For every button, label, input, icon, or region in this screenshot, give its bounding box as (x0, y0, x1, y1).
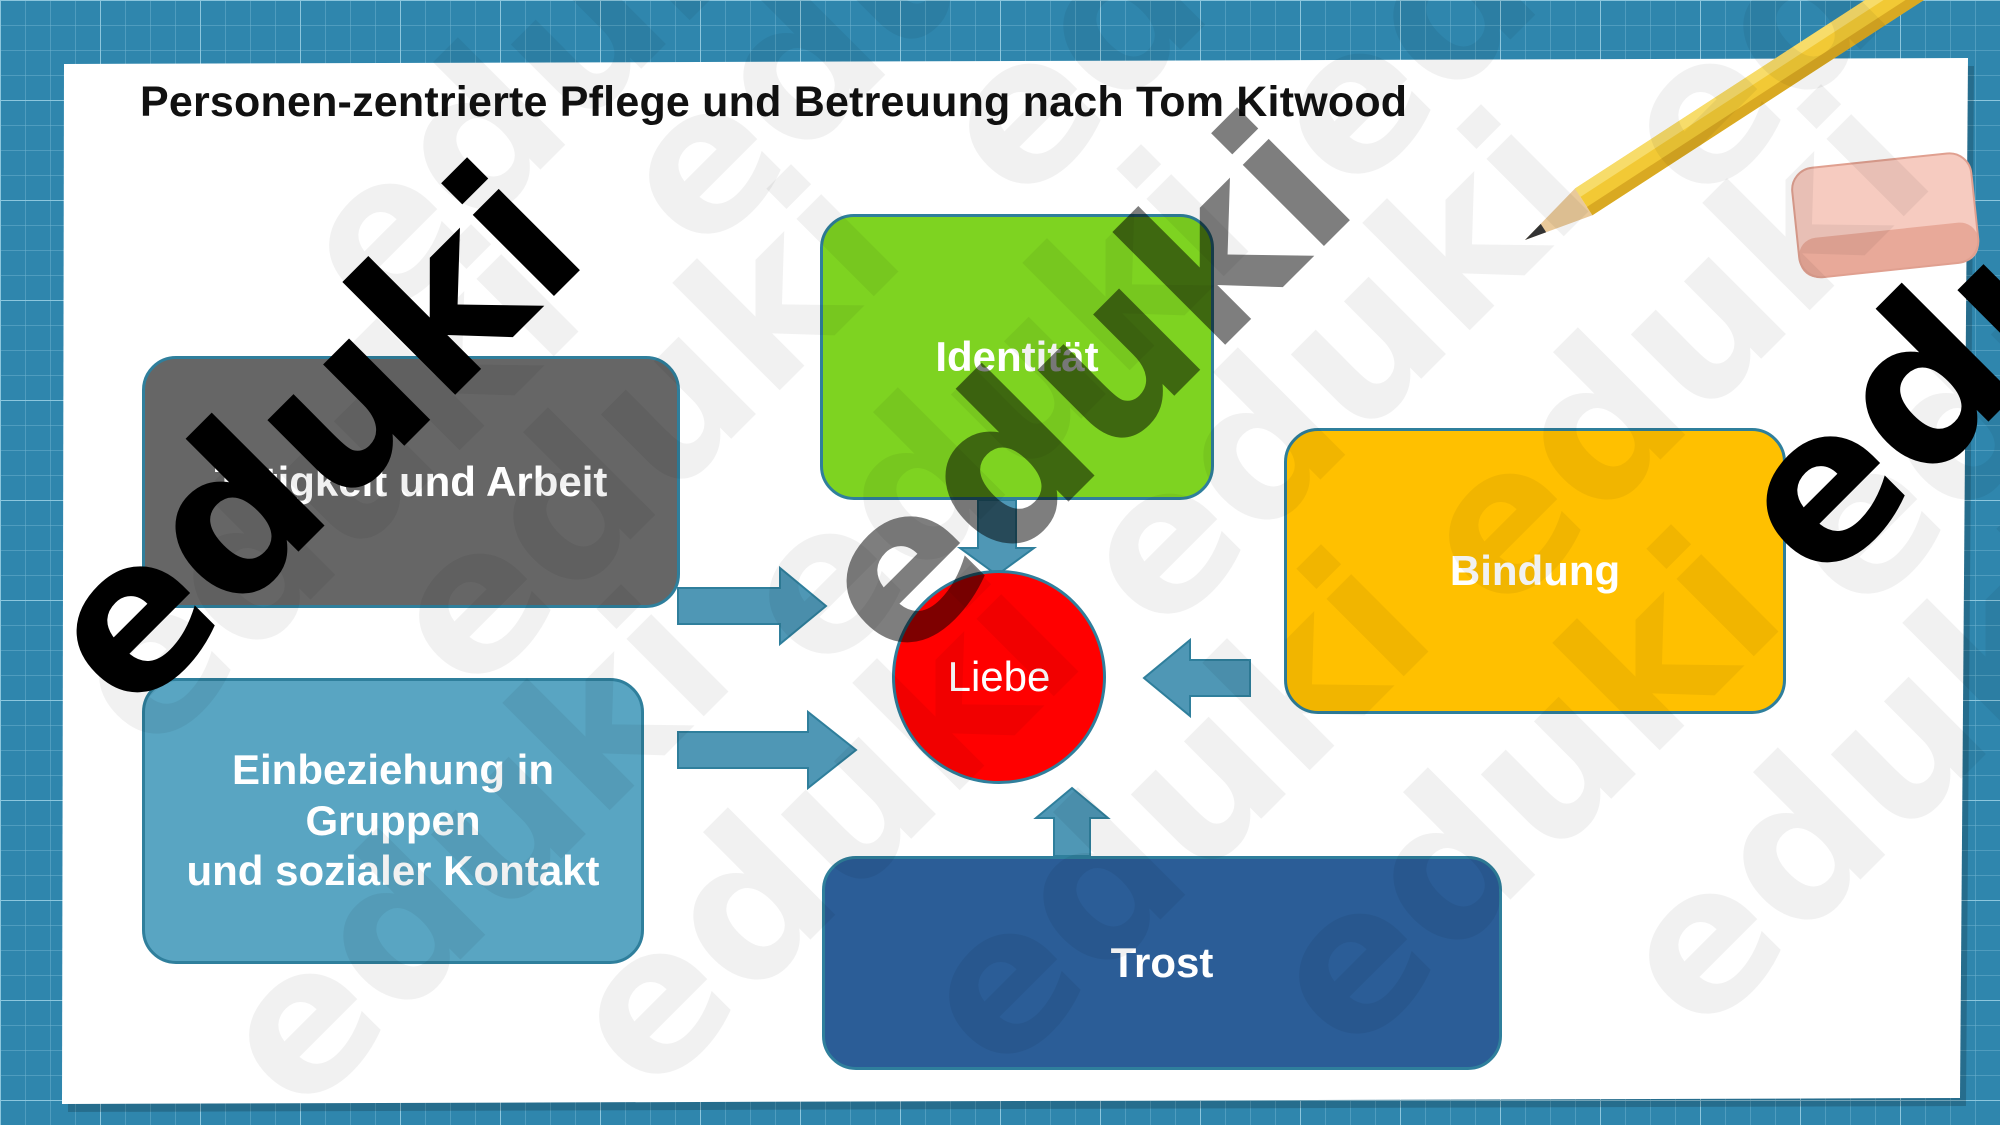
need-label: Tätigkeit und Arbeit (214, 457, 608, 505)
need-box-activity: Tätigkeit und Arbeit (142, 356, 680, 608)
center-label: Liebe (947, 653, 1051, 700)
need-label: Trost (1110, 938, 1214, 986)
need-box-identity: Identität (820, 214, 1214, 500)
need-box-bond: Bindung (1284, 428, 1786, 714)
need-label: Bindung (1449, 546, 1621, 594)
need-label: Identität (935, 332, 1099, 380)
page-title: Personen-zentrierte Pflege und Betreuung… (140, 78, 1408, 126)
eraser-icon (1791, 152, 1980, 279)
need-box-comfort: Trost (822, 856, 1502, 1070)
need-label: Einbeziehung in Gruppen und sozialer Kon… (186, 746, 600, 895)
center-circle: Liebe (892, 570, 1106, 784)
need-box-inclusion: Einbeziehung in Gruppen und sozialer Kon… (142, 678, 644, 964)
